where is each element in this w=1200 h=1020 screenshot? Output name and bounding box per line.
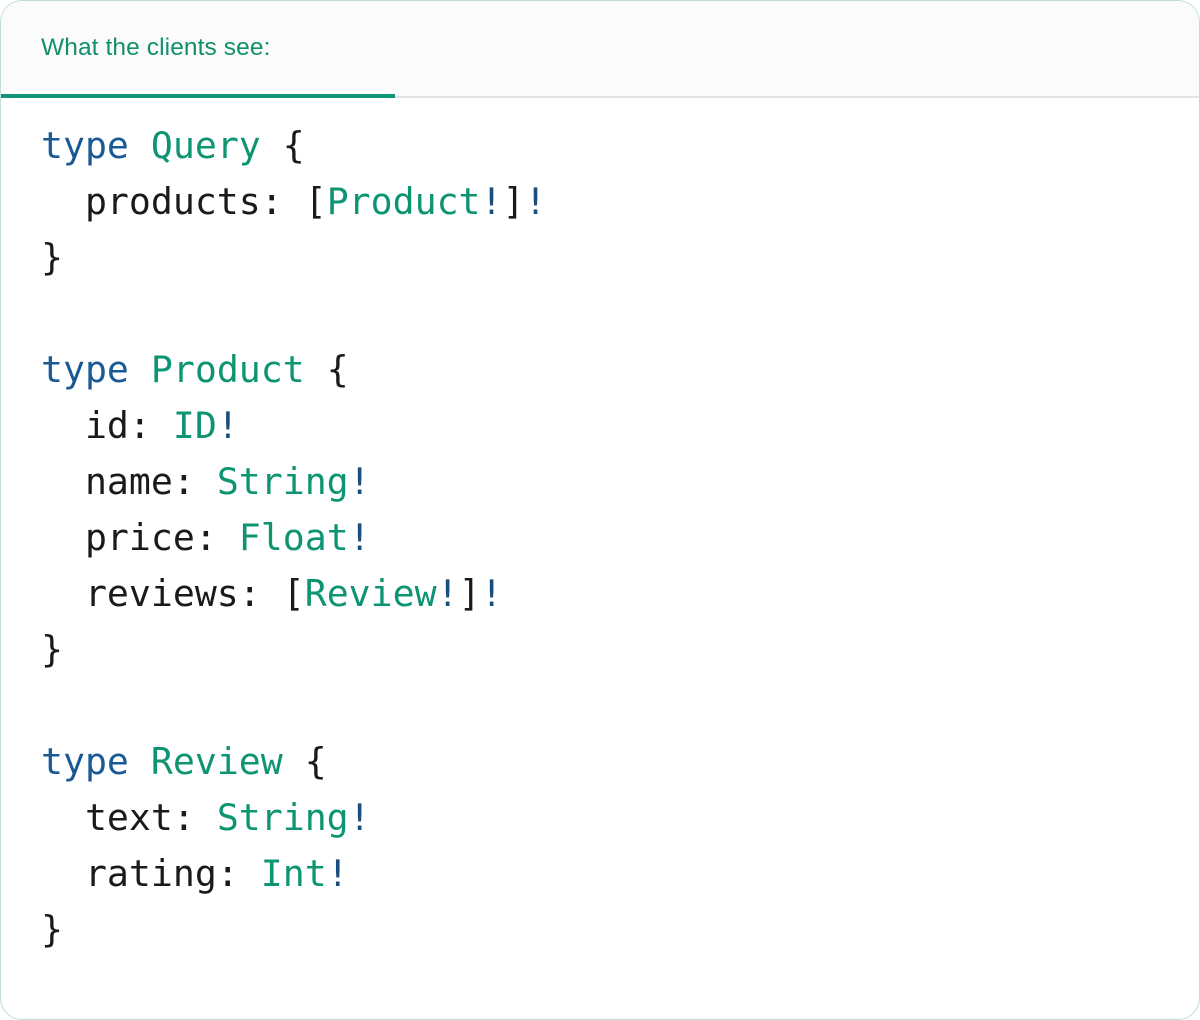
code-token-plain — [195, 460, 217, 503]
code-body: type Query { products: [Product!]!} type… — [1, 98, 1199, 958]
code-token-punct: { — [304, 740, 327, 783]
code-line: } — [41, 230, 1159, 286]
code-token-field: rating: — [84, 852, 239, 895]
code-token-plain — [217, 516, 239, 559]
code-token-plain — [41, 180, 85, 223]
code-token-punct: [ — [304, 180, 327, 223]
code-token-plain — [283, 740, 305, 783]
code-token-punct: { — [282, 124, 305, 167]
code-line: rating: Int! — [41, 846, 1159, 902]
code-line: type Product { — [41, 342, 1159, 398]
code-line: } — [41, 902, 1159, 958]
code-token-bang: ! — [524, 180, 547, 223]
code-token-bang: ! — [348, 460, 371, 503]
code-token-plain — [41, 460, 85, 503]
code-token-plain — [195, 796, 217, 839]
code-token-field: name: — [84, 460, 195, 503]
code-token-type: Query — [150, 124, 261, 167]
code-line: products: [Product!]! — [41, 174, 1159, 230]
code-token-plain — [261, 572, 283, 615]
code-token-bang: ! — [326, 852, 349, 895]
code-token-bang: ! — [348, 516, 371, 559]
tab-what-the-clients-see[interactable]: What the clients see: — [41, 34, 271, 61]
code-line: id: ID! — [41, 398, 1159, 454]
code-token-type: Product — [150, 348, 305, 391]
code-token-bang: ! — [480, 180, 503, 223]
code-line — [41, 678, 1159, 734]
code-token-type: String — [216, 460, 349, 503]
code-token-punct: } — [41, 628, 63, 671]
code-token-plain — [305, 348, 327, 391]
code-token-keyword: type — [41, 124, 129, 167]
code-line: reviews: [Review!]! — [41, 566, 1159, 622]
code-token-plain — [283, 180, 305, 223]
code-token-punct: } — [41, 236, 63, 279]
code-line: type Review { — [41, 734, 1159, 790]
code-token-type: Int — [260, 852, 327, 895]
code-token-bang: ! — [480, 572, 503, 615]
code-token-plain — [41, 516, 85, 559]
code-token-field: reviews: — [84, 572, 261, 615]
active-tab-underline — [1, 94, 395, 98]
code-token-type: Review — [150, 740, 283, 783]
code-token-punct: ] — [458, 572, 481, 615]
code-token-plain — [151, 404, 173, 447]
code-token-type: ID — [172, 404, 217, 447]
code-line: } — [41, 622, 1159, 678]
code-token-field: price: — [84, 516, 217, 559]
code-token-plain — [239, 852, 261, 895]
card-header: What the clients see: — [1, 1, 1199, 98]
code-token-type: Float — [238, 516, 349, 559]
code-token-plain — [261, 124, 283, 167]
header-divider — [1, 96, 1199, 98]
code-token-punct: ] — [502, 180, 525, 223]
code-line: text: String! — [41, 790, 1159, 846]
code-token-punct: [ — [282, 572, 305, 615]
code-token-field: id: — [84, 404, 151, 447]
code-line: price: Float! — [41, 510, 1159, 566]
code-line: type Query { — [41, 118, 1159, 174]
code-line — [41, 286, 1159, 342]
code-token-bang: ! — [216, 404, 239, 447]
code-token-plain — [41, 572, 85, 615]
code-token-bang: ! — [436, 572, 459, 615]
code-token-field: text: — [84, 796, 195, 839]
code-token-bang: ! — [348, 796, 371, 839]
code-token-plain — [41, 852, 85, 895]
code-token-keyword: type — [41, 348, 129, 391]
code-line: name: String! — [41, 454, 1159, 510]
code-token-plain — [129, 740, 151, 783]
code-token-plain — [41, 404, 85, 447]
code-token-punct: { — [326, 348, 349, 391]
graphql-schema-code: type Query { products: [Product!]!} type… — [41, 118, 1159, 958]
code-token-plain — [41, 796, 85, 839]
code-token-type: String — [216, 796, 349, 839]
code-token-type: Product — [326, 180, 481, 223]
code-token-type: Review — [304, 572, 437, 615]
code-token-plain — [129, 348, 151, 391]
code-token-plain — [129, 124, 151, 167]
code-token-punct: } — [41, 908, 63, 951]
code-token-field: products: — [84, 180, 283, 223]
code-token-keyword: type — [41, 740, 129, 783]
